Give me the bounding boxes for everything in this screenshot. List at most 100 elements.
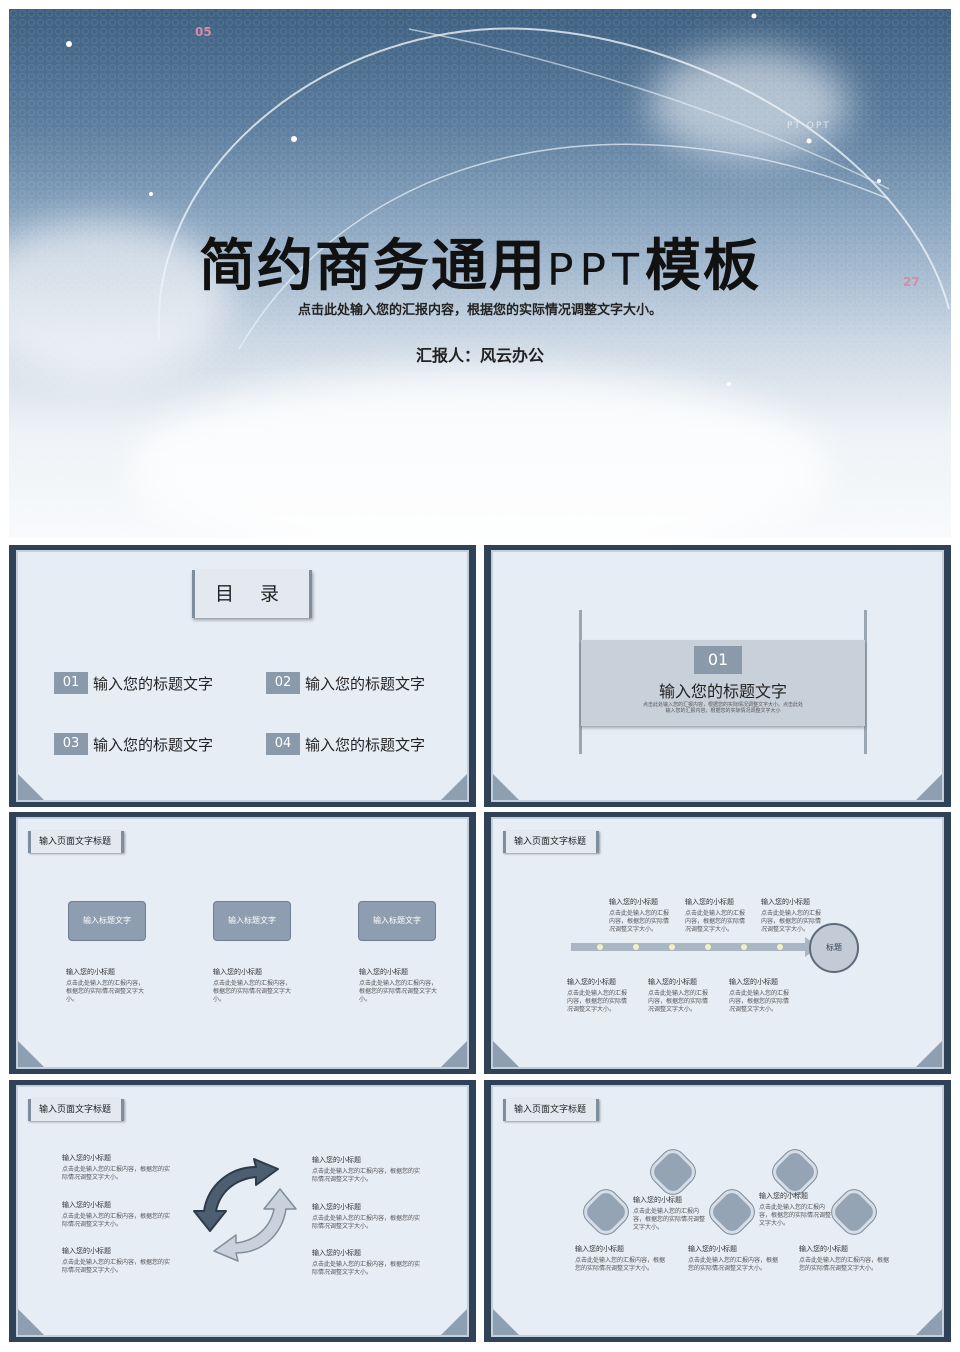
page-title: 输入页面文字标题	[503, 831, 599, 853]
cycle-slide: 输入页面文字标题 输入您的小标题 点击此处输入您的汇报内容，根据您的实际情况调整…	[9, 1080, 476, 1342]
orbit-lines	[66, 13, 950, 386]
text-block: 输入您的小标题 点击此处输入您的汇报内容，根据您的实际情况调整文字大小。	[312, 1248, 422, 1277]
subtitle: 输入您的小标题	[66, 968, 115, 976]
toc-label: 输入您的标题文字	[93, 735, 214, 754]
body-text: 点击此处输入您的汇报内容，根据您的实际情况调整文字大小。	[66, 980, 145, 1003]
subtitle: 输入您的小标题	[312, 1249, 361, 1257]
cover-title: 简约商务通用PPT模板	[9, 221, 951, 302]
body-text: 点击此处输入您的汇报内容，根据您的实际情况调整文字大小。	[759, 1204, 832, 1227]
body-text: 点击此处输入您的汇报内容，根据您的实际情况调整文字大小。	[213, 980, 292, 1003]
toc-label: 输入您的标题文字	[305, 674, 426, 693]
toc-item[interactable]: 04 输入您的标题文字	[266, 733, 425, 755]
text-block: 输入您的小标题 点击此处输入您的汇报内容，根据您的实际情况调整文字大小。	[688, 1244, 778, 1273]
text-block: 输入您的小标题 点击此处输入您的汇报内容，根据您的实际情况调整文字大小。	[62, 1153, 172, 1182]
page-title: 输入页面文字标题	[28, 831, 124, 853]
timeline-dot	[777, 944, 783, 950]
timeline-dot	[597, 944, 603, 950]
section-desc: 点击此处输入您的汇报内容，根据您的实际情况调整文字大小。点击此处输入您的汇报内容…	[642, 702, 803, 714]
text-column: 输入您的小标题 点击此处输入您的汇报内容，根据您的实际情况调整文字大小。	[359, 967, 441, 1004]
body-text: 点击此处输入您的汇报内容，根据您的实际情况调整文字大小。	[685, 910, 746, 933]
toc-item[interactable]: 02 输入您的标题文字	[266, 672, 425, 694]
subtitle: 输入您的小标题	[567, 978, 616, 986]
timeline-dot	[705, 944, 711, 950]
subtitle: 输入您的小标题	[575, 1245, 624, 1253]
text-column: 输入您的小标题 点击此处输入您的汇报内容，根据您的实际情况调整文字大小。	[213, 967, 295, 1004]
timeline-item: 输入您的小标题 点击此处输入您的汇报内容，根据您的实际情况调整文字大小。	[761, 897, 823, 934]
body-text: 点击此处输入您的汇报内容，根据您的实际情况调整文字大小。	[62, 1259, 171, 1274]
timeline-end-circle[interactable]: 标题	[809, 923, 859, 973]
body-text: 点击此处输入您的汇报内容，根据您的实际情况调整文字大小。	[609, 910, 670, 933]
cover-reporter: 汇报人：风云办公	[415, 346, 544, 365]
section-number: 01	[694, 646, 742, 674]
title-part: 模板	[644, 234, 761, 299]
toc-label: 输入您的标题文字	[305, 735, 426, 754]
body-text: 点击此处输入您的汇报内容，根据您的实际情况调整文字大小。	[567, 990, 628, 1013]
subtitle: 输入您的小标题	[759, 1192, 808, 1200]
subtitle: 输入您的小标题	[761, 898, 810, 906]
cloud-shape	[129, 369, 829, 538]
body-text: 点击此处输入您的汇报内容，根据您的实际情况调整文字大小。	[575, 1257, 666, 1272]
text-block: 输入您的小标题 点击此处输入您的汇报内容，根据您的实际情况调整文字大小。	[633, 1195, 709, 1232]
timeline-dot	[669, 944, 675, 950]
subtitle: 输入您的小标题	[213, 968, 262, 976]
decorative-tag: PT OPT	[787, 121, 831, 131]
timeline-dot	[633, 944, 639, 950]
title-part: PPT	[547, 245, 645, 296]
timeline-dot	[741, 944, 747, 950]
frame-corner	[441, 1041, 467, 1067]
subtitle: 输入您的小标题	[729, 978, 778, 986]
hex-node[interactable]	[646, 1145, 700, 1199]
hex-node[interactable]	[827, 1185, 881, 1239]
subtitle: 输入您的小标题	[609, 898, 658, 906]
body-text: 点击此处输入您的汇报内容，根据您的实际情况调整文字大小。	[312, 1168, 421, 1183]
timeline-bar	[571, 943, 807, 951]
timeline-item: 输入您的小标题 点击此处输入您的汇报内容，根据您的实际情况调整文字大小。	[685, 897, 747, 934]
title-box[interactable]: 输入标题文字	[68, 901, 146, 941]
cover-slide: 05 27 PT OPT 简约商务通用PPT模板 点击此处输入您的汇报内容，根据…	[9, 9, 951, 538]
toc-label: 输入您的标题文字	[93, 674, 214, 693]
body-text: 点击此处输入您的汇报内容，根据您的实际情况调整文字大小。	[62, 1213, 171, 1228]
cloud-shape	[9, 219, 229, 379]
frame-corner	[916, 774, 942, 800]
frame-corner	[441, 774, 467, 800]
body-text: 点击此处输入您的汇报内容，根据您的实际情况调整文字大小。	[359, 980, 438, 1003]
subtitle: 输入您的小标题	[633, 1196, 682, 1204]
page-title: 输入页面文字标题	[503, 1099, 599, 1121]
three-box-slide: 输入页面文字标题 输入标题文字 输入标题文字 输入标题文字 输入您的小标题 点击…	[9, 812, 476, 1074]
page-title: 输入页面文字标题	[28, 1099, 124, 1121]
decorative-number: 27	[903, 275, 920, 289]
subtitle: 输入您的小标题	[799, 1245, 848, 1253]
subtitle: 输入您的小标题	[359, 968, 408, 976]
body-text: 点击此处输入您的汇报内容，根据您的实际情况调整文字大小。	[312, 1261, 421, 1276]
toc-item[interactable]: 01 输入您的标题文字	[54, 672, 213, 694]
text-block: 输入您的小标题 点击此处输入您的汇报内容，根据您的实际情况调整文字大小。	[62, 1246, 172, 1275]
banner-pole	[579, 610, 582, 754]
frame-corner	[18, 1309, 44, 1335]
subtitle: 输入您的小标题	[62, 1201, 111, 1209]
cloud-shape	[649, 49, 849, 159]
frame-corner	[18, 1041, 44, 1067]
body-text: 点击此处输入您的汇报内容，根据您的实际情况调整文字大小。	[648, 990, 709, 1013]
cycle-arrows-icon	[193, 1158, 297, 1262]
timeline-item: 输入您的小标题 点击此处输入您的汇报内容，根据您的实际情况调整文字大小。	[648, 977, 710, 1014]
body-text: 点击此处输入您的汇报内容，根据您的实际情况调整文字大小。	[799, 1257, 890, 1272]
hex-node[interactable]	[579, 1185, 633, 1239]
body-text: 点击此处输入您的汇报内容，根据您的实际情况调整文字大小。	[633, 1208, 706, 1231]
hex-node[interactable]	[705, 1185, 759, 1239]
section-banner: 01 输入您的标题文字 点击此处输入您的汇报内容，根据您的实际情况调整文字大小。…	[581, 640, 865, 726]
text-column: 输入您的小标题 点击此处输入您的汇报内容，根据您的实际情况调整文字大小。	[66, 967, 148, 1004]
toc-number: 04	[266, 733, 300, 755]
frame-corner	[493, 1309, 519, 1335]
frame-corner	[441, 1309, 467, 1335]
toc-item[interactable]: 03 输入您的标题文字	[54, 733, 213, 755]
toc-heading: 目 录	[192, 570, 312, 618]
title-box[interactable]: 输入标题文字	[358, 901, 436, 941]
subtitle: 输入您的小标题	[312, 1156, 361, 1164]
toc-number: 02	[266, 672, 300, 694]
subtitle: 输入您的小标题	[312, 1203, 361, 1211]
body-text: 点击此处输入您的汇报内容，根据您的实际情况调整文字大小。	[62, 1166, 171, 1181]
body-text: 点击此处输入您的汇报内容，根据您的实际情况调整文字大小。	[312, 1215, 421, 1230]
body-text: 点击此处输入您的汇报内容，根据您的实际情况调整文字大小。	[761, 910, 822, 933]
title-box[interactable]: 输入标题文字	[213, 901, 291, 941]
toc-number: 03	[54, 733, 88, 755]
